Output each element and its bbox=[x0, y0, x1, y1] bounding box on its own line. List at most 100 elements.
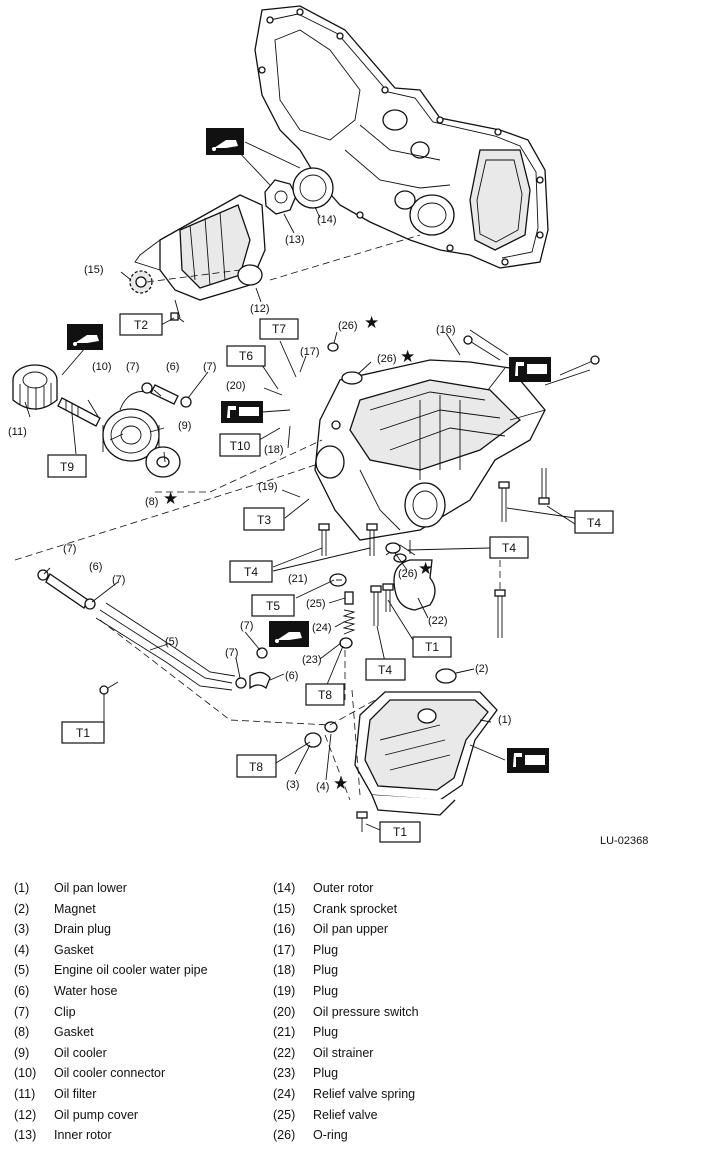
oil-cooler-connector bbox=[57, 397, 101, 427]
legend-item: (17)Plug bbox=[273, 940, 419, 961]
legend-item: (3) Drain plug bbox=[14, 919, 208, 940]
legend-column-right: (14)Outer rotor (15) Crank sprocket (16) Oil… bbox=[273, 878, 419, 1146]
callout-26-c: (26) bbox=[398, 568, 418, 580]
callout-7-c: (7) bbox=[63, 543, 76, 555]
legend-part-name: Oil cooler bbox=[54, 1045, 107, 1060]
legend-item: (14)Outer rotor bbox=[273, 878, 419, 899]
callout-22: (22) bbox=[428, 615, 448, 627]
callout-3: (3) bbox=[286, 779, 299, 791]
legend-part-name: Inner rotor bbox=[54, 1128, 112, 1143]
grease-icon bbox=[507, 748, 549, 773]
legend-number: (16) bbox=[273, 922, 296, 937]
legend-number: (1) bbox=[14, 881, 30, 895]
callout-24: (24) bbox=[312, 622, 332, 634]
callout-19: (19) bbox=[258, 481, 278, 493]
legend-number: (17) bbox=[273, 942, 296, 957]
legend-part-name: Oil filter bbox=[54, 1086, 97, 1101]
legend-number: (22) bbox=[273, 1045, 296, 1060]
figure-id: LU-02368 bbox=[600, 835, 649, 847]
callout-7-a: (7) bbox=[126, 361, 139, 373]
star-mark: ★ bbox=[163, 489, 178, 508]
legend-column-left: (1)Oil pan lower(2)Magnet(3)Drain plug(4… bbox=[14, 878, 208, 1146]
part-callouts: (1) (2) (3) (4) (5) (6) (6) (6) (7) (7) … bbox=[8, 214, 511, 793]
legend-number: (25) bbox=[273, 1107, 296, 1122]
svg-text:T10: T10 bbox=[230, 439, 251, 453]
legend-item: (22)Oil strainer bbox=[273, 1043, 419, 1064]
oil-filter bbox=[12, 364, 58, 410]
legend-number: (13) bbox=[14, 1128, 37, 1143]
svg-text:T1: T1 bbox=[76, 726, 90, 740]
callout-9: (9) bbox=[178, 420, 191, 432]
torque-label-t4: T4 bbox=[489, 536, 529, 559]
torque-label-t10: T10 bbox=[219, 433, 261, 457]
torque-label-t4: T4 bbox=[574, 510, 614, 534]
legend-item: (15) Crank sprocket bbox=[273, 899, 419, 920]
legend-number: (11) bbox=[14, 1086, 36, 1101]
svg-text:T4: T4 bbox=[244, 565, 258, 579]
legend-number: (12) bbox=[14, 1107, 37, 1122]
torque-label-t3: T3 bbox=[243, 507, 285, 531]
callout-17: (17) bbox=[300, 346, 320, 358]
legend-part-name: Relief valve bbox=[313, 1107, 378, 1122]
svg-text:T8: T8 bbox=[249, 760, 263, 774]
callout-13: (13) bbox=[285, 234, 305, 246]
star-mark: ★ bbox=[400, 347, 415, 366]
legend-number: (15) bbox=[273, 901, 296, 916]
legend-item: (25) Relief valve bbox=[273, 1105, 419, 1126]
legend-number: (14) bbox=[273, 881, 296, 895]
callout-26-a: (26) bbox=[338, 320, 358, 332]
callout-12: (12) bbox=[250, 303, 270, 315]
svg-text:T1: T1 bbox=[425, 640, 439, 654]
legend-part-name: Gasket bbox=[54, 942, 94, 957]
star-mark: ★ bbox=[364, 313, 379, 332]
callout-8: (8) bbox=[145, 496, 158, 508]
legend-item: (16) Oil pan upper bbox=[273, 919, 419, 940]
callout-11: (11) bbox=[8, 426, 27, 438]
legend-number: (3) bbox=[14, 922, 30, 937]
oil-can-icon bbox=[269, 621, 309, 647]
legend-item: (9)Oil cooler bbox=[14, 1043, 208, 1064]
torque-label-t1: T1 bbox=[61, 721, 105, 744]
oil-strainer bbox=[385, 544, 436, 611]
legend-part-name: Plug bbox=[313, 1025, 339, 1040]
callout-4: (4) bbox=[316, 781, 329, 793]
legend-part-name: Drain plug bbox=[54, 922, 111, 937]
legend-item: (10)Oil cooler connector bbox=[14, 1063, 208, 1084]
oil-pan-upper bbox=[314, 329, 591, 541]
callout-25: (25) bbox=[306, 598, 326, 610]
star-mark: ★ bbox=[333, 774, 348, 793]
legend-number: (20) bbox=[273, 1004, 296, 1019]
legend-item: (23)Plug bbox=[273, 1063, 419, 1084]
callout-14: (14) bbox=[317, 214, 337, 226]
svg-text:T6: T6 bbox=[239, 349, 253, 363]
callout-2: (2) bbox=[475, 663, 488, 675]
legend-number: (26) bbox=[273, 1128, 296, 1143]
legend-number: (8) bbox=[14, 1025, 30, 1040]
legend-item: (7)Clip bbox=[14, 1002, 208, 1023]
legend-part-name: Water hose bbox=[54, 983, 118, 998]
svg-text:T9: T9 bbox=[60, 460, 74, 474]
legend-part-name: O-ring bbox=[313, 1128, 348, 1143]
oil-can-icon bbox=[67, 324, 103, 350]
legend-number: (21) bbox=[273, 1025, 296, 1040]
legend-item: (2)Magnet bbox=[14, 899, 208, 920]
legend-item: (21) Plug bbox=[273, 1022, 419, 1043]
callout-7-f: (7) bbox=[225, 647, 238, 659]
legend-item: (1)Oil pan lower bbox=[14, 878, 208, 899]
torque-label-t5: T5 bbox=[251, 594, 295, 617]
legend-number: (6) bbox=[14, 983, 30, 998]
small-fittings bbox=[156, 342, 457, 748]
svg-text:T4: T4 bbox=[502, 541, 516, 555]
hoses-and-clips bbox=[37, 382, 271, 695]
legend-item: (5)Engine oil cooler water pipe bbox=[14, 960, 208, 981]
callout-15: (15) bbox=[84, 264, 104, 276]
svg-text:T4: T4 bbox=[587, 516, 601, 530]
callout-7-e: (7) bbox=[240, 620, 253, 632]
callout-26-b: (26) bbox=[377, 353, 397, 365]
legend-item: (19)Plug bbox=[273, 981, 419, 1002]
callout-6-c: (6) bbox=[285, 670, 298, 682]
legend-part-name: Oil pan upper bbox=[313, 922, 389, 937]
oil-pan-lower bbox=[354, 691, 498, 816]
legend-part-name: Oil pressure switch bbox=[313, 1004, 419, 1019]
legend-part-name: Crank sprocket bbox=[313, 901, 398, 916]
